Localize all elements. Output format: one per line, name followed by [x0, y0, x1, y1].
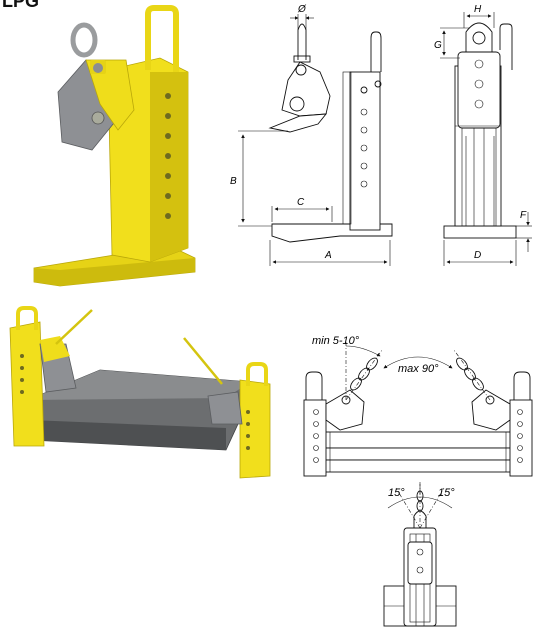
dim-c-label: C: [297, 197, 305, 208]
angle-max-label: max 90°: [398, 363, 439, 375]
clamp-handle: [145, 5, 179, 72]
clamp-shackle: [70, 22, 106, 74]
dim-g-label: G: [434, 40, 442, 51]
dim-d-label: D: [474, 250, 481, 261]
clamp-adjust-holes: [165, 93, 171, 219]
tilt-right-label: 15°: [438, 487, 455, 499]
tilt-left-label: 15°: [388, 487, 405, 499]
pair-lift-render-image: [9, 306, 271, 479]
tilt-angle-drawing: 15° 15°: [383, 482, 457, 627]
dim-diameter-label: Ø: [297, 4, 307, 15]
dim-b-label: B: [230, 176, 237, 187]
sling-chains: [350, 357, 484, 391]
side-view-drawing: Ø B C A: [230, 4, 393, 266]
header-label: LPG: [2, 0, 39, 11]
clamp-render-image: [33, 5, 196, 287]
dim-a-label: A: [324, 250, 332, 261]
lifting-chains: [55, 309, 223, 385]
side-view-holes: [360, 108, 368, 188]
dim-f-label: F: [520, 210, 527, 221]
right-clamp: [239, 379, 271, 479]
angle-min-label: min 5-10°: [312, 335, 360, 347]
left-clamp: [9, 321, 45, 447]
sling-angle-drawing: min 5-10° max 90°: [303, 335, 533, 477]
dim-h-label: H: [474, 4, 482, 15]
front-view-drawing: H G F D: [434, 4, 532, 266]
